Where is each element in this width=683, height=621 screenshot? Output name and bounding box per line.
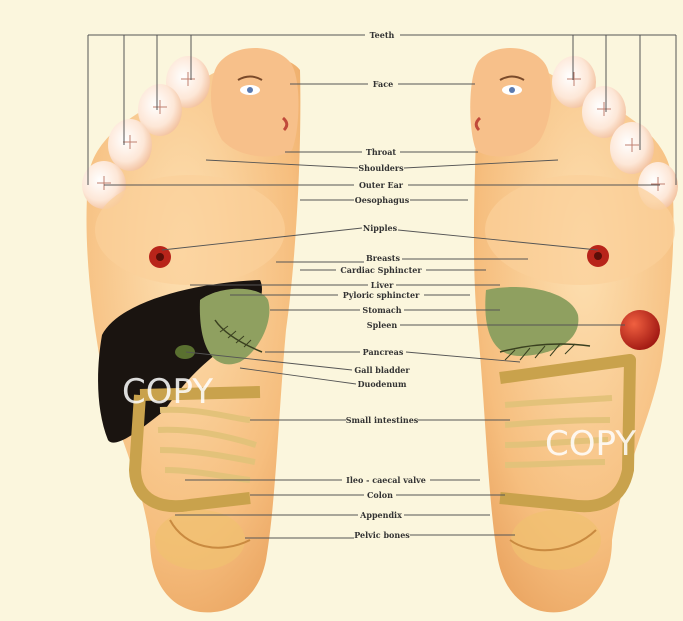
right-big-toe bbox=[470, 48, 551, 157]
right-foot bbox=[470, 48, 678, 612]
label-stomach: Stomach bbox=[362, 305, 401, 315]
label-nipples: Nipples bbox=[363, 223, 398, 233]
label-colon: Colon bbox=[367, 490, 393, 500]
right-spleen-icon bbox=[620, 310, 660, 350]
watermark-left: COPY bbox=[122, 372, 213, 412]
label-face: Face bbox=[373, 79, 393, 89]
label-pancreas: Pancreas bbox=[363, 347, 404, 357]
label-breasts: Breasts bbox=[366, 253, 400, 263]
label-appendix: Appendix bbox=[359, 510, 402, 520]
left-big-toe bbox=[211, 48, 299, 157]
label-throat: Throat bbox=[366, 147, 397, 157]
label-pyloric-sphincter: Pyloric sphincter bbox=[343, 290, 420, 300]
left-foot bbox=[82, 48, 300, 612]
label-spleen: Spleen bbox=[367, 320, 398, 330]
label-ileo-caecal-valve: Ileo - caecal valve bbox=[346, 475, 426, 485]
label-cardiac-sphincter: Cardiac Sphincter bbox=[340, 265, 422, 275]
label-pelvic-bones: Pelvic bones bbox=[354, 530, 410, 540]
label-teeth: Teeth bbox=[370, 30, 395, 40]
label-outer-ear: Outer Ear bbox=[359, 180, 404, 190]
label-small-intestines: Small intestines bbox=[346, 415, 419, 425]
label-shoulders: Shoulders bbox=[358, 163, 404, 173]
label-duodenum: Duodenum bbox=[358, 379, 407, 389]
label-gall-bladder: Gall bladder bbox=[354, 365, 410, 375]
label-liver: Liver bbox=[371, 280, 394, 290]
watermark-right: COPY bbox=[545, 424, 636, 464]
label-oesophagus: Oesophagus bbox=[355, 195, 410, 205]
